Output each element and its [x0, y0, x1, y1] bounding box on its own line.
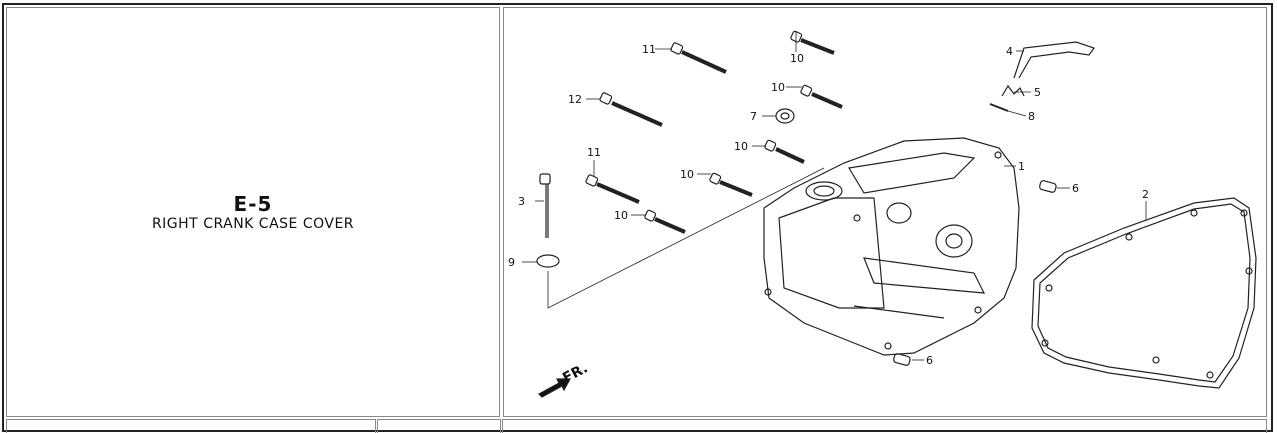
- lever-4: [1013, 41, 1095, 79]
- callout-10-b: 10: [734, 140, 748, 153]
- bolt-12: [599, 92, 663, 127]
- callout-numbers: 11 10 12 10 7 10 11 10 10 3 9 4 5 8 1 6 …: [508, 43, 1149, 387]
- callout-4: 4: [1006, 45, 1013, 58]
- callout-11-mid: 11: [587, 146, 601, 159]
- parts-list-header-row: [6, 419, 1267, 433]
- callout-10-d: 10: [614, 209, 628, 222]
- header-cell-1: [6, 419, 376, 433]
- bolt-11-mid: [585, 174, 640, 204]
- callout-8: 8: [1028, 110, 1035, 123]
- callout-3: 3: [518, 195, 525, 208]
- callout-10-a: 10: [771, 81, 785, 94]
- bolt-10-d: [644, 209, 686, 234]
- parts-table-frame: [2, 3, 1273, 432]
- parts-diagram-cell: 11 10 12 10 7 10 11 10 10 3 9 4 5 8 1 6 …: [503, 7, 1267, 417]
- bolt-10-top: [790, 30, 835, 55]
- callout-10-c: 10: [680, 168, 694, 181]
- callout-12: 12: [568, 93, 582, 106]
- callout-11-top: 11: [642, 43, 656, 56]
- spring-5: [1001, 84, 1025, 97]
- header-cell-3: [502, 419, 1267, 433]
- o-ring-9: [536, 254, 560, 268]
- callout-leaders: [522, 32, 1147, 361]
- section-title-cell: E-5 RIGHT CRANK CASE COVER: [6, 7, 500, 417]
- callout-2: 2: [1142, 188, 1149, 201]
- callout-1: 1: [1018, 160, 1025, 173]
- pin-8: [989, 103, 1009, 112]
- nut-7: [775, 108, 795, 124]
- front-direction-arrow: [538, 378, 572, 398]
- crank-case-cover-1: [763, 137, 1020, 356]
- dowel-pin-6-bottom: [893, 353, 911, 366]
- bolt-11-top: [670, 42, 727, 74]
- callout-9: 9: [508, 256, 515, 269]
- bolt-10-b: [764, 139, 805, 164]
- callout-6-bottom: 6: [926, 354, 933, 367]
- dowel-pin-6-right: [1039, 180, 1057, 193]
- bolt-10-a: [800, 84, 843, 109]
- bolt-10-c: [709, 172, 753, 197]
- callout-5: 5: [1034, 86, 1041, 99]
- section-code: E-5: [233, 191, 273, 216]
- dipstick-3: [539, 173, 551, 238]
- front-label: FR.: [560, 360, 590, 386]
- callout-10-top: 10: [790, 52, 804, 65]
- callout-6-right: 6: [1072, 182, 1079, 195]
- header-cell-2: [377, 419, 501, 433]
- gasket-2: [1031, 197, 1257, 389]
- callout-7: 7: [750, 110, 757, 123]
- section-name: RIGHT CRANK CASE COVER: [151, 215, 355, 232]
- exploded-parts-diagram: 11 10 12 10 7 10 11 10 10 3 9 4 5 8 1 6 …: [508, 30, 1257, 398]
